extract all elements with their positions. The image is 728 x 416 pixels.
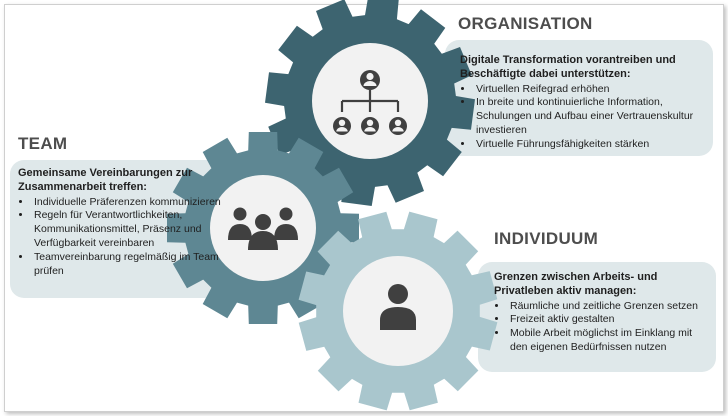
organisation-heading: Digitale Transformation vorantreiben und…	[460, 54, 676, 80]
bullet-item: Räumliche und zeitliche Grenzen setzen	[508, 300, 712, 314]
bullet-item: Freizeit aktiv gestalten	[508, 313, 712, 327]
bullet-item: In breite und kontinuierliche Informatio…	[474, 96, 712, 137]
organisation-bullets: Virtuellen Reifegrad erhöhen In breite u…	[460, 83, 712, 152]
bullet-item: Individuelle Präferenzen kommunizieren	[32, 196, 236, 210]
team-text: Gemeinsame Vereinbarungen zur Zusammenar…	[18, 167, 236, 278]
organisation-title: ORGANISATION	[458, 14, 593, 33]
bullet-item: Mobile Arbeit möglichst im Einklang mit …	[508, 327, 712, 355]
bullet-item: Regeln für Verantwortlichkeiten, Kommuni…	[32, 209, 236, 250]
bullet-item: Virtuellen Reifegrad erhöhen	[474, 83, 712, 97]
bullet-item: Teamvereinbarung regelmäßig im Team prüf…	[32, 251, 236, 279]
person-icon	[380, 284, 416, 330]
individuum-card	[478, 262, 716, 372]
org-chart-icon	[333, 70, 407, 135]
individuum-heading: Grenzen zwischen Arbeits- und Privatlebe…	[494, 271, 658, 297]
team-title: TEAM	[18, 134, 68, 153]
individuum-title: INDIVIDUUM	[494, 229, 599, 248]
team-heading: Gemeinsame Vereinbarungen zur Zusammenar…	[18, 167, 193, 193]
team-bullets: Individuelle Präferenzen kommunizieren R…	[18, 196, 236, 279]
organisation-card	[445, 40, 713, 156]
bullet-item: Virtuelle Führungsfähigkeiten stärken	[474, 138, 712, 152]
individuum-text: Grenzen zwischen Arbeits- und Privatlebe…	[494, 271, 712, 355]
group-icon	[228, 207, 298, 250]
organisation-text: Digitale Transformation vorantreiben und…	[460, 54, 712, 152]
individuum-bullets: Räumliche und zeitliche Grenzen setzen F…	[494, 300, 712, 355]
